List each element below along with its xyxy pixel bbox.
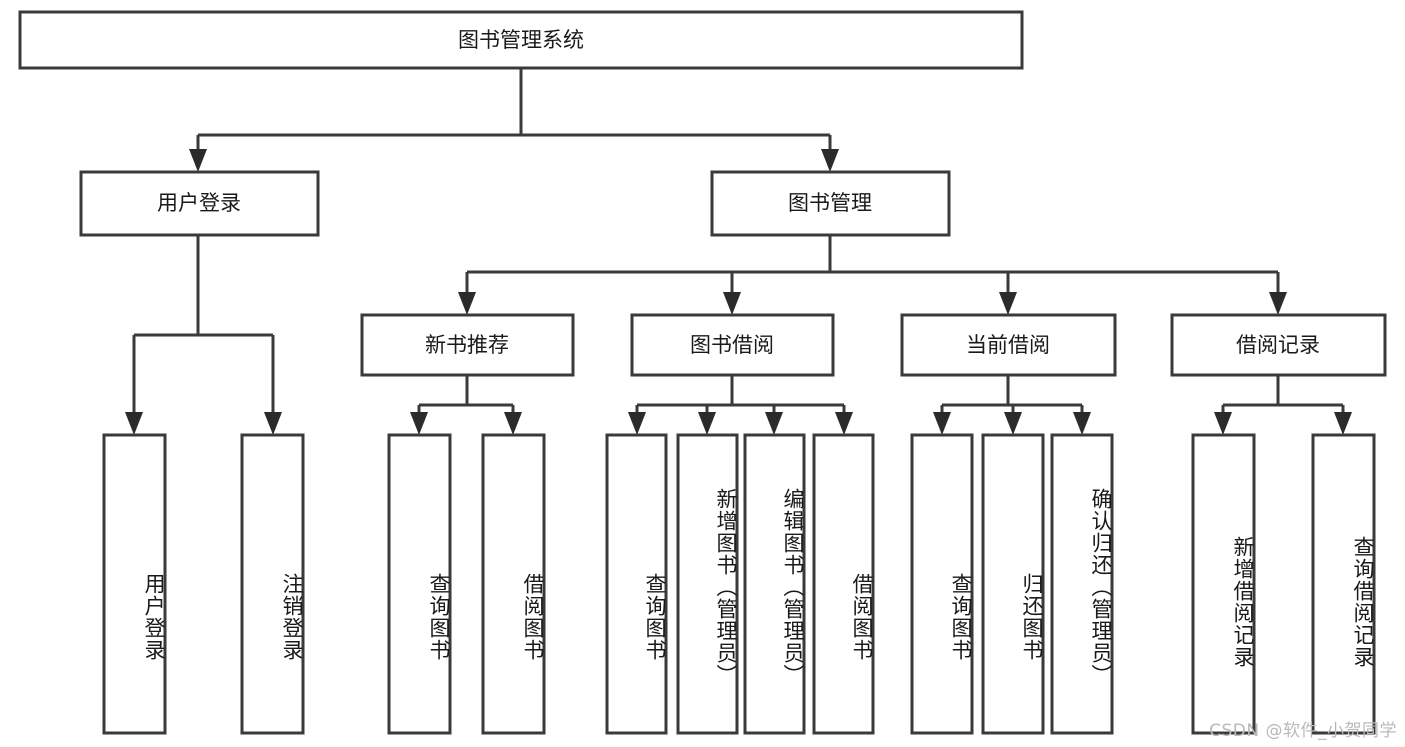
arrow-borrow-leaf-2 — [698, 412, 716, 435]
leaf-box-book-borrow-1[interactable] — [605, 433, 668, 735]
node-new-book-recommend-label: 新书推荐 — [425, 333, 509, 357]
leaf-box-user-login-2[interactable] — [240, 433, 305, 735]
arrow-current-leaf-1 — [933, 412, 951, 435]
leaf-box-borrow-record-2[interactable] — [1311, 433, 1376, 735]
arrow-borrow-leaf-4 — [835, 412, 853, 435]
node-book-manage-box[interactable] — [710, 170, 951, 237]
arrow-current-leaf-2 — [1004, 412, 1022, 435]
node-current-borrow-box[interactable] — [900, 313, 1117, 377]
node-user-login-label: 用户登录 — [157, 191, 241, 215]
arrow-root-to-user-login — [189, 149, 207, 172]
node-book-borrow-box[interactable] — [630, 313, 835, 377]
node-new-book-recommend-box[interactable] — [360, 313, 575, 377]
leaf-box-current-borrow-1[interactable] — [910, 433, 974, 735]
node-book-manage-label: 图书管理 — [788, 191, 872, 215]
arrow-record-leaf-1 — [1214, 412, 1232, 435]
leaf-box-book-borrow-4[interactable] — [812, 433, 875, 735]
leaf-box-new-book-1[interactable] — [387, 433, 452, 735]
arrow-borrow-leaf-3 — [765, 412, 783, 435]
node-root-label: 图书管理系统 — [458, 28, 584, 52]
arrow-root-to-book-manage — [821, 149, 839, 172]
leaf-box-user-login-1[interactable] — [102, 433, 167, 735]
arrow-userlogin-leaf-2 — [264, 412, 282, 435]
node-book-borrow-label: 图书借阅 — [690, 333, 774, 357]
arrow-bookmanage-to-borrow — [723, 292, 741, 315]
arrow-bookmanage-to-current — [999, 292, 1017, 315]
arrow-userlogin-leaf-1 — [125, 412, 143, 435]
arrow-bookmanage-to-record — [1269, 292, 1287, 315]
node-root-box[interactable] — [18, 10, 1024, 70]
arrow-newbook-leaf-2 — [504, 412, 522, 435]
leaf-box-book-borrow-2[interactable] — [676, 433, 739, 735]
leaf-box-current-borrow-2[interactable] — [981, 433, 1045, 735]
node-borrow-record-box[interactable] — [1170, 313, 1387, 377]
node-user-login-box[interactable] — [79, 170, 320, 237]
arrow-bookmanage-to-newbook — [458, 292, 476, 315]
arrow-newbook-leaf-1 — [410, 412, 428, 435]
leaf-box-borrow-record-1[interactable] — [1191, 433, 1256, 735]
arrow-record-leaf-2 — [1334, 412, 1352, 435]
leaf-box-current-borrow-3[interactable] — [1050, 433, 1114, 735]
connector-layer — [125, 68, 1352, 435]
arrow-borrow-leaf-1 — [628, 412, 646, 435]
node-layer: 图书管理系统 用户登录 图书管理 新书推荐 图书借阅 当前借阅 借阅记录 — [18, 10, 1387, 735]
watermark-text: CSDN @软件_小贺同学 — [1209, 721, 1397, 741]
node-borrow-record-label: 借阅记录 — [1236, 333, 1320, 357]
leaf-box-book-borrow-3[interactable] — [743, 433, 806, 735]
node-current-borrow-label: 当前借阅 — [966, 333, 1050, 357]
arrow-current-leaf-3 — [1073, 412, 1091, 435]
leaf-box-new-book-2[interactable] — [481, 433, 546, 735]
